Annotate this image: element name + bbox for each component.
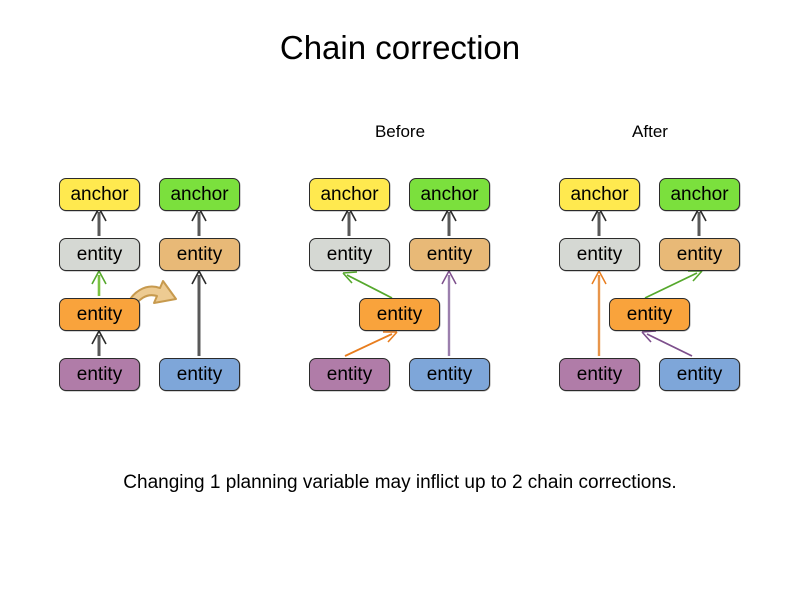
edge-before-entity-blue-to-entity-tan — [441, 270, 457, 356]
footer-caption: Changing 1 planning variable may inflict… — [123, 472, 677, 493]
edge-after-entity-blue-to-entity-orange — [641, 330, 693, 357]
edge-before-entity-tan-to-anchor-right — [441, 207, 457, 236]
node-entity-tan-current[interactable]: entity — [159, 238, 240, 271]
node-entity-purple-after[interactable]: entity — [559, 358, 640, 391]
node-anchor-right-before[interactable]: anchor — [409, 178, 490, 211]
node-entity-orange-after[interactable]: entity — [609, 298, 690, 331]
edge-before-entity-purple-to-entity-orange — [344, 331, 398, 357]
node-entity-gray-current[interactable]: entity — [59, 238, 140, 271]
node-entity-gray-before[interactable]: entity — [309, 238, 390, 271]
node-anchor-left-after[interactable]: anchor — [559, 178, 640, 211]
node-entity-blue-before[interactable]: entity — [409, 358, 490, 391]
node-entity-purple-before[interactable]: entity — [309, 358, 390, 391]
node-entity-tan-before[interactable]: entity — [409, 238, 490, 271]
edge-after-entity-gray-to-anchor-left — [591, 207, 607, 236]
edge-before-entity-orange-to-entity-gray — [342, 271, 393, 299]
edge-after-entity-tan-to-anchor-right — [691, 207, 707, 236]
node-anchor-left-before[interactable]: anchor — [309, 178, 390, 211]
node-entity-orange-current[interactable]: entity — [59, 298, 140, 331]
edge-after-entity-orange-to-entity-tan — [644, 270, 703, 299]
panel-caption-before: Before — [374, 122, 426, 141]
edge-entity-gray-to-anchor-left — [91, 207, 107, 236]
edge-before-entity-gray-to-anchor-left — [341, 207, 357, 236]
edge-after-entity-purple-to-entity-gray — [591, 270, 607, 356]
node-entity-gray-after[interactable]: entity — [559, 238, 640, 271]
edge-entity-orange-to-entity-gray — [91, 270, 107, 296]
node-entity-purple-current[interactable]: entity — [59, 358, 140, 391]
node-entity-orange-before[interactable]: entity — [359, 298, 440, 331]
edge-entity-purple-to-entity-orange — [91, 330, 107, 356]
node-anchor-left-current[interactable]: anchor — [59, 178, 140, 211]
node-entity-tan-after[interactable]: entity — [659, 238, 740, 271]
node-anchor-right-after[interactable]: anchor — [659, 178, 740, 211]
node-entity-blue-current[interactable]: entity — [159, 358, 240, 391]
node-anchor-right-current[interactable]: anchor — [159, 178, 240, 211]
node-entity-blue-after[interactable]: entity — [659, 358, 740, 391]
panel-caption-after: After — [632, 122, 668, 141]
edge-entity-tan-to-anchor-right — [191, 207, 207, 236]
edge-entity-blue-to-entity-tan — [191, 270, 207, 356]
page-title: Chain correction — [279, 29, 521, 66]
